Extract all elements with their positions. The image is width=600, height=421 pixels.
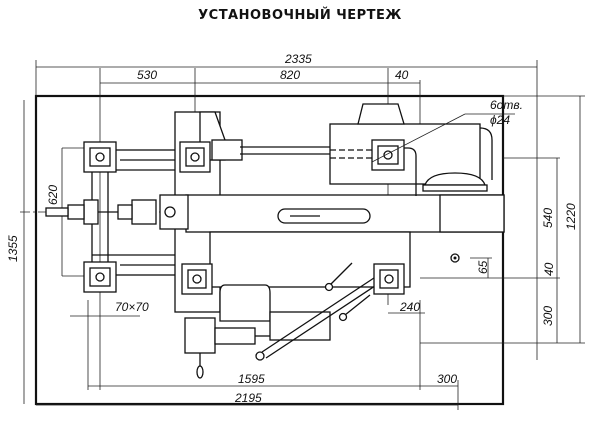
drill-head: [184, 317, 216, 354]
long-lever: [261, 273, 381, 353]
foundation-outline: [34, 94, 505, 406]
dim-2335: 2335: [284, 52, 312, 66]
dim-2195: 2195: [234, 391, 262, 405]
dim-70x70: 70×70: [115, 300, 149, 314]
dim-holes-count: 6отв.: [490, 98, 523, 112]
dim-620: 620: [46, 185, 60, 205]
mounting-pad-3: [371, 139, 405, 171]
dim-1220: 1220: [564, 203, 578, 230]
dim-300-bottom: 300: [437, 372, 457, 386]
mounting-pad-6: [373, 263, 405, 295]
dim-820: 820: [280, 68, 300, 82]
dim-65: 65: [476, 260, 490, 274]
handwheel: [424, 172, 486, 186]
dim-300-right: 300: [541, 306, 555, 326]
dim-40-right: 40: [542, 262, 556, 276]
dim-1355: 1355: [6, 235, 20, 262]
dim-530: 530: [137, 68, 157, 82]
arm-slot: [277, 208, 371, 224]
mounting-pad-5: [181, 263, 213, 295]
mounting-pad-4: [83, 261, 117, 293]
spindle-housing: [83, 199, 99, 225]
lever-upper: [329, 262, 353, 286]
tool-holder: [131, 199, 157, 225]
dim-holes-diameter: ϕ24: [490, 113, 510, 127]
dim-1595: 1595: [238, 372, 265, 386]
dim-240: 240: [399, 300, 420, 314]
dim-540: 540: [541, 208, 555, 228]
spindle-tool: [45, 207, 69, 217]
holes-leader: [371, 113, 466, 163]
mounting-pad-1: [83, 141, 117, 173]
drawing-title: УСТАНОВОЧНЫЙ ЧЕРТЕЖ: [198, 8, 402, 23]
lever-lower: [344, 294, 371, 316]
motor-cap: [357, 103, 405, 125]
mounting-pad-2: [179, 141, 211, 173]
dim-40-top: 40: [395, 68, 409, 82]
